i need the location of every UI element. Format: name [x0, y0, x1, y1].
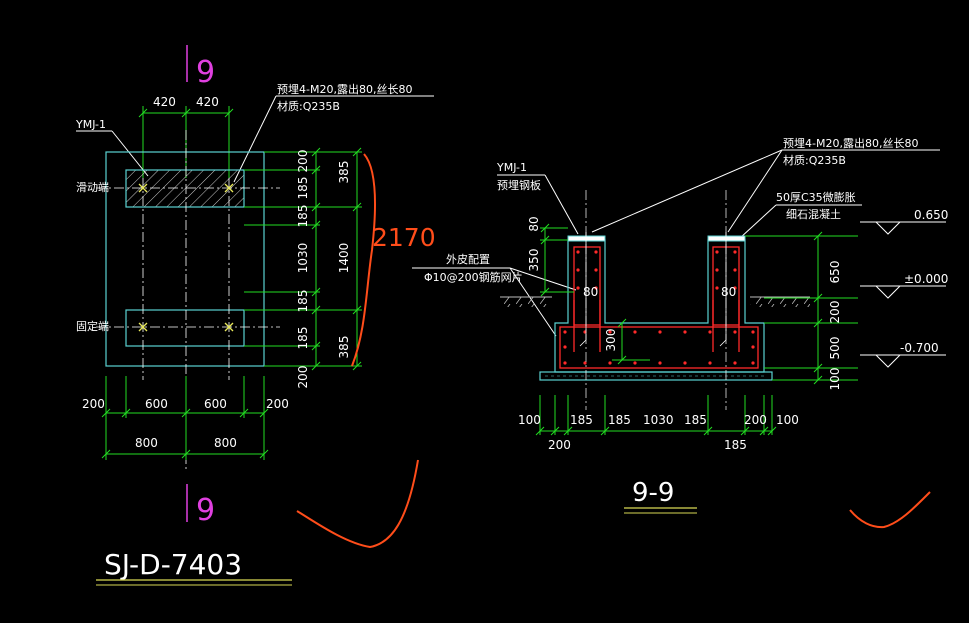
section-mesh-label-line2: Φ10@200钢筋网片 [424, 270, 523, 284]
section-right-dim-2: 200 [828, 301, 842, 324]
section-rebar-dots [563, 250, 755, 365]
handwritten-curve-left [296, 459, 419, 549]
section-mark-top: 9 [196, 55, 215, 90]
section-embed-plate-label: 预埋钢板 [497, 178, 541, 192]
plan-view: 9 9 420 420 预埋4-M20,露出80,丝长80 材质:Q235B Y… [75, 45, 436, 586]
section-ymj-leader [544, 174, 579, 235]
section-center-lines [585, 190, 727, 410]
section-bottom-dim-8: 200 [548, 438, 571, 452]
section-bolt-note-line1: 预埋4-M20,露出80,丝长80 [783, 136, 918, 150]
section-grout-label-line2: 细石混凝土 [786, 207, 841, 221]
section-bottom-dim-7: 100 [776, 413, 799, 427]
plan-top-dim-2: 420 [196, 95, 219, 109]
section-slab-dimension [612, 318, 650, 365]
section-rebar [559, 246, 759, 369]
section-cushion-layer [539, 371, 773, 381]
elevation-zero: ±0.000 [904, 272, 948, 286]
plan-bottom-dim-4: 200 [266, 397, 289, 411]
section-bottom-dim-9: 185 [724, 438, 747, 452]
section-bolt-note-line2: 材质:Q235B [783, 153, 846, 167]
plan-fixed-end-label: 固定端 [76, 319, 109, 333]
section-bottom-dim-5: 185 [684, 413, 707, 427]
plan-right-dim-7: 200 [296, 366, 310, 389]
section-bottom-dim-2: 185 [570, 413, 593, 427]
plan-bolts [138, 183, 234, 332]
plan-bolt-note-line1: 预埋4-M20,露出80,丝长80 [277, 82, 412, 96]
plan-right-dim-2: 185 [296, 177, 310, 200]
plan-top-dim-1: 420 [153, 95, 176, 109]
plan-right-outer-dim-3: 385 [337, 336, 351, 359]
handwritten-total: 2170 [372, 223, 436, 252]
section-right-dim-1: 650 [828, 261, 842, 284]
plan-bottom-dim-2: 600 [145, 397, 168, 411]
section-pier-depth-dim-left: 80 [583, 285, 598, 299]
section-grout-leader [739, 204, 777, 239]
ground-hatch-left [500, 297, 552, 307]
plan-bottom-dim-1: 200 [82, 397, 105, 411]
plan-right-dimension [244, 147, 362, 371]
plan-right-dim-3: 185 [296, 205, 310, 228]
plan-foundation-outline [105, 151, 265, 367]
section-grout-pad-right [707, 235, 746, 242]
ground-hatch-right [750, 297, 810, 307]
section-right-dim-3: 500 [828, 337, 842, 360]
handwritten-curve-right [849, 491, 931, 529]
elevation-top: 0.650 [914, 208, 948, 222]
section-view: 预埋4-M20,露出80,丝长80 材质:Q235B YMJ-1 预埋钢板 50… [412, 136, 948, 514]
section-bottom-dim-1: 100 [518, 413, 541, 427]
section-ymj-label: YMJ-1 [496, 161, 527, 174]
plan-right-dim-5: 185 [296, 290, 310, 313]
plan-bottom-dimension-row1 [101, 376, 269, 460]
plan-bolt-leader [233, 95, 277, 183]
section-grout-label-line1: 50厚C35微膨胀 [776, 190, 856, 204]
plan-right-dim-6: 185 [296, 327, 310, 350]
plan-right-outer-dim-1: 385 [337, 161, 351, 184]
section-anchor-bolts [579, 232, 727, 347]
section-mark-bottom: 9 [196, 493, 215, 528]
plan-bottom-dim-3: 600 [204, 397, 227, 411]
plan-ymj-label: YMJ-1 [75, 118, 106, 131]
section-mesh-leader-2 [509, 267, 577, 291]
plan-bottom-dim-5: 800 [135, 436, 158, 450]
elevation-markers [860, 221, 946, 368]
section-bolt-leader-2 [727, 149, 783, 233]
section-grout-pad-left [567, 235, 606, 242]
section-mesh-label-line1: 外皮配置 [446, 253, 490, 266]
section-bolt-leader-1 [591, 149, 783, 233]
section-bottom-dim-6: 200 [744, 413, 767, 427]
plan-fixed-pier [125, 309, 245, 347]
plan-slide-pier [125, 169, 245, 208]
section-left-dimension [540, 223, 574, 297]
section-bottom-dimension-row1 [535, 395, 777, 436]
section-title: 9-9 [632, 478, 674, 508]
plan-bottom-dimension-row2 [101, 449, 269, 459]
plan-top-dimension [138, 106, 234, 178]
plan-right-dim-4: 1030 [296, 243, 310, 274]
plan-right-outer-dim-2: 1400 [337, 243, 351, 274]
section-bottom-dim-3: 185 [608, 413, 631, 427]
plan-bottom-dim-6: 800 [214, 436, 237, 450]
plan-bolt-note-line2: 材质:Q235B [277, 99, 340, 113]
section-pier-depth-dim-right: 80 [721, 285, 736, 299]
section-left-dim-1: 80 [527, 216, 541, 231]
section-slab-dim: 300 [604, 329, 618, 352]
elevation-bottom: -0.700 [900, 341, 939, 355]
section-left-dim-2: 350 [527, 249, 541, 272]
handwritten-bracket [351, 153, 376, 367]
plan-slide-end-label: 滑动端 [76, 181, 109, 194]
plan-right-dim-1: 200 [296, 150, 310, 173]
drawing-number: SJ-D-7403 [104, 548, 242, 581]
section-right-dimension [745, 231, 858, 385]
plan-ymj-leader [111, 130, 149, 177]
section-right-dim-4: 100 [828, 368, 842, 391]
section-bottom-dim-4: 1030 [643, 413, 674, 427]
